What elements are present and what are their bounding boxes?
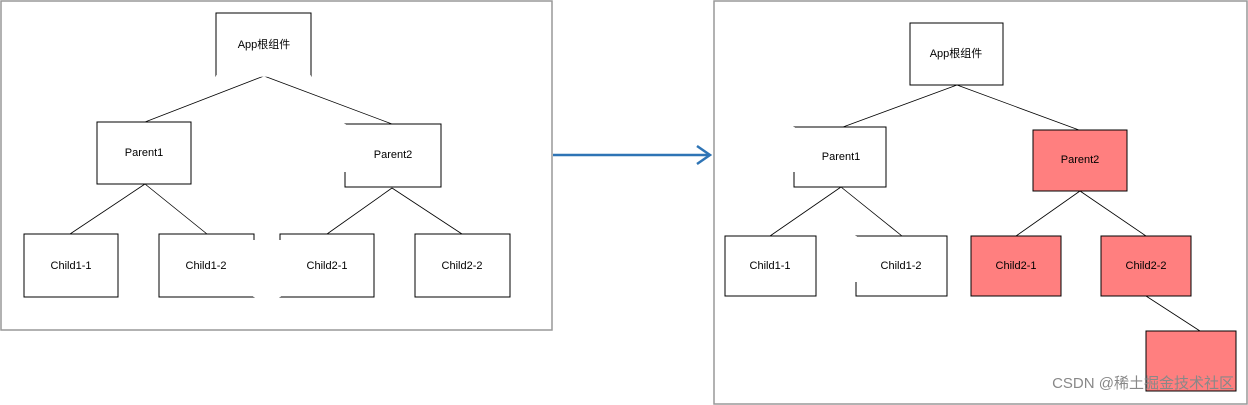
edge-parent1-child1-1 xyxy=(69,183,146,235)
right-node-new-child xyxy=(1145,330,1237,392)
right-child2-2-label: Child2-2 xyxy=(1126,260,1167,272)
edge-parent2-child2-2 xyxy=(391,187,463,235)
right-child1-2-label: Child1-2 xyxy=(881,260,922,272)
left-node-parent2: Parent2 xyxy=(344,123,442,188)
right-child1-1-label: Child1-1 xyxy=(750,260,791,272)
left-child2-2-label: Child2-2 xyxy=(442,260,483,272)
edge-parent1-child1-2 xyxy=(840,186,903,237)
right-node-child1-1: Child1-1 xyxy=(724,235,817,297)
left-child2-1-label: Child2-1 xyxy=(307,260,348,272)
right-parent2-label: Parent2 xyxy=(1061,154,1100,166)
edge-root-parent2 xyxy=(956,84,1080,131)
left-child1-2-label: Child1-2 xyxy=(186,260,227,272)
right-node-child2-2: Child2-2 xyxy=(1100,235,1192,297)
left-node-child1-2: Child1-2 xyxy=(158,233,255,298)
edge-root-parent2 xyxy=(263,75,393,125)
right-node-child2-1: Child2-1 xyxy=(970,235,1062,297)
right-tree-connectors xyxy=(769,84,1201,332)
right-node-child1-2: Child1-2 xyxy=(855,235,948,297)
left-root-label: App根组件 xyxy=(238,37,291,51)
left-node-child2-2: Child2-2 xyxy=(414,233,511,298)
left-node-child1-1: Child1-1 xyxy=(23,233,119,298)
left-tree-connectors xyxy=(69,75,463,235)
transition-arrow xyxy=(553,144,713,166)
left-parent1-label: Parent1 xyxy=(125,147,164,159)
edge-child2-2-new-child xyxy=(1145,295,1201,332)
left-child1-1-label: Child1-1 xyxy=(51,260,92,272)
edge-parent2-child2-2 xyxy=(1079,190,1147,237)
left-parent2-label: Parent2 xyxy=(374,149,413,161)
edge-parent2-child2-1 xyxy=(1015,190,1081,237)
right-node-parent2: Parent2 xyxy=(1032,129,1128,192)
right-child2-1-label: Child2-1 xyxy=(996,260,1037,272)
edge-root-parent1 xyxy=(842,84,958,128)
csdn-watermark: CSDN @稀土掘金技术社区 xyxy=(1052,375,1234,392)
edge-parent2-child2-1 xyxy=(326,187,393,235)
edge-parent1-child1-2 xyxy=(144,183,208,235)
left-node-child2-1: Child2-1 xyxy=(279,233,375,298)
right-root-label: App根组件 xyxy=(930,46,983,60)
edge-root-parent1 xyxy=(144,75,265,123)
left-node-root: App根组件 xyxy=(215,12,312,77)
right-node-root: App根组件 xyxy=(909,22,1004,86)
right-parent1-label: Parent1 xyxy=(822,151,861,163)
right-node-parent1: Parent1 xyxy=(793,126,887,188)
left-node-parent1: Parent1 xyxy=(96,121,192,185)
edge-parent1-child1-1 xyxy=(769,186,842,237)
